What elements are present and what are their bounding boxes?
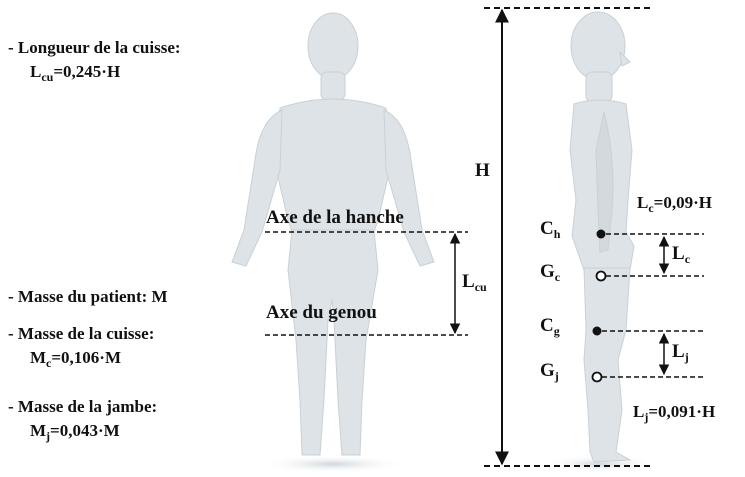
thigh-cg-distance-label: Lc: [672, 244, 690, 264]
hip-center-label: Ch: [540, 219, 560, 239]
thigh-cg-formula: Lc=0,09·H: [637, 193, 712, 213]
thigh-length-title: - Longueur de la cuisse:: [8, 38, 181, 58]
thigh-mass-formula: Mc=0,106·M: [30, 348, 121, 368]
leg-cg-formula: Lj=0,091·H: [633, 402, 715, 422]
patient-mass-text: - Masse du patient: M: [8, 287, 168, 307]
leg-cg-point: [593, 373, 602, 382]
thigh-length-label: Lcu: [462, 272, 487, 292]
thigh-cg-label: Gc: [540, 262, 560, 282]
thigh-cg-point: [597, 272, 606, 281]
knee-center-point: [593, 327, 602, 336]
knee-axis-label: Axe du genou: [266, 303, 377, 323]
leg-cg-distance-label: Lj: [672, 342, 689, 362]
thigh-mass-title: - Masse de la cuisse:: [8, 324, 154, 344]
knee-center-label: Cg: [540, 316, 560, 336]
front-body-silhouette: [232, 13, 434, 473]
hip-axis-label: Axe de la hanche: [266, 208, 404, 228]
thigh-length-formula: Lcu=0,245·H: [30, 62, 120, 82]
leg-mass-title: - Masse de la jambe:: [8, 397, 157, 417]
leg-mass-formula: Mj=0,043·M: [30, 421, 120, 441]
leg-cg-label: Gj: [540, 361, 559, 381]
hip-center-point: [597, 230, 606, 239]
height-label: H: [475, 161, 490, 181]
